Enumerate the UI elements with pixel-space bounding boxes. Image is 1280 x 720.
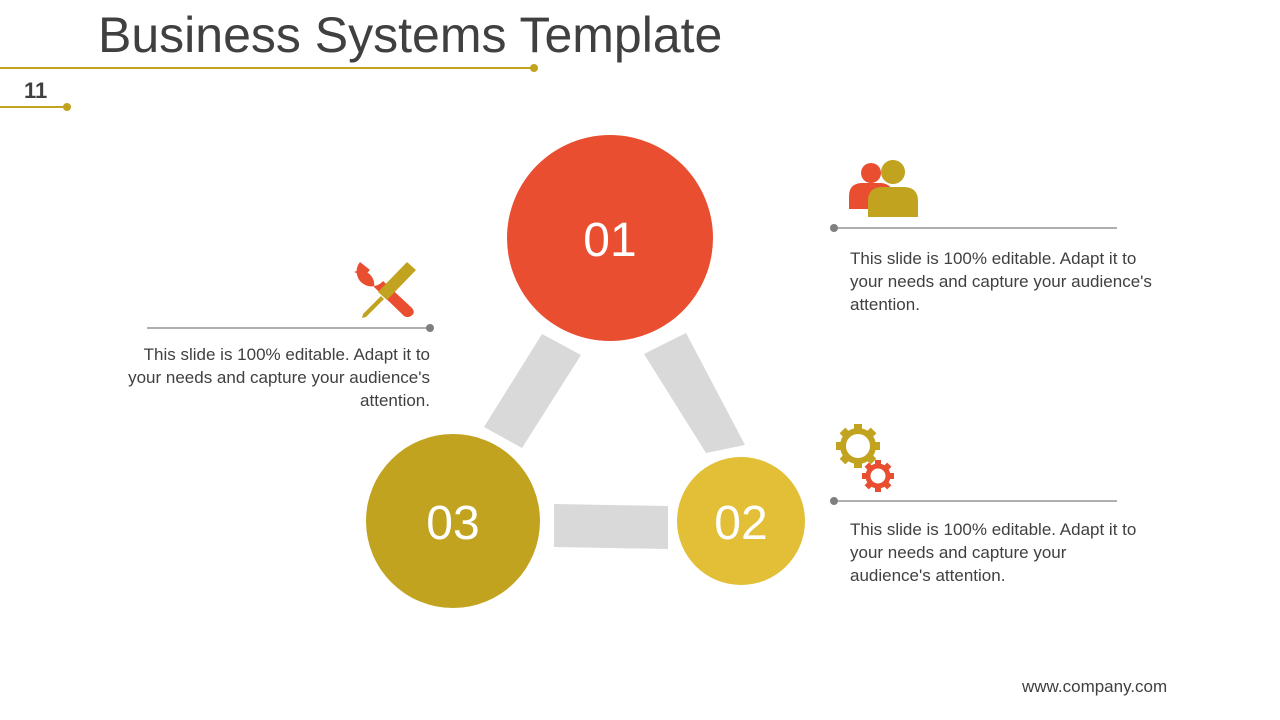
title-underline-dot <box>530 64 538 72</box>
step-03-description: This slide is 100% editable. Adapt it to… <box>128 345 430 410</box>
step-label-01: 01 <box>583 214 636 267</box>
footer-url[interactable]: www.company.com <box>1022 677 1168 696</box>
gears-icon <box>836 424 894 492</box>
step-circle-01-fill <box>507 135 713 341</box>
title-underline <box>0 67 534 69</box>
page-number-underline-dot <box>63 103 71 111</box>
step-label-02: 02 <box>714 497 767 550</box>
step-02-description: This slide is 100% editable. Adapt it to… <box>850 520 1137 585</box>
tools-icon <box>354 262 416 318</box>
step-circle-02-fill <box>677 457 805 585</box>
connector-01-02 <box>644 333 745 453</box>
separator-right-bottom-dot <box>830 497 838 505</box>
page-number: 11 <box>24 78 48 103</box>
separator-left-dot <box>426 324 434 332</box>
connector-01-03 <box>484 334 581 448</box>
users-icon <box>849 160 918 217</box>
separator-right-top-dot <box>830 224 838 232</box>
step-01-description: This slide is 100% editable. Adapt it to… <box>850 249 1152 314</box>
connector-03-02 <box>554 504 668 549</box>
step-label-03: 03 <box>426 497 479 550</box>
slide-title: Business Systems Template <box>98 7 723 63</box>
page-number-underline <box>0 106 66 108</box>
step-circle-03-fill <box>366 434 540 608</box>
